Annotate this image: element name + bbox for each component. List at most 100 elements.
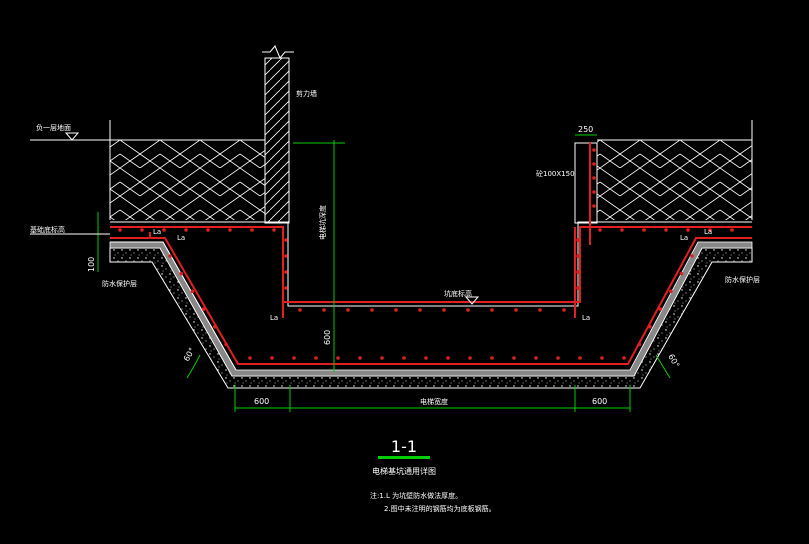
rebar-dot [512, 356, 516, 360]
note-line-2: 2.图中未注明的钢筋均为底板钢筋。 [384, 504, 496, 513]
dim-angle-left: 60° [182, 346, 197, 363]
rebar-dot [322, 308, 326, 312]
title-block: 1-1 电梯基坑通用详图 注:1.L 为坑壁防水做法厚度。 2.图中未注明的钢筋… [370, 437, 496, 513]
rebar-dot [490, 356, 494, 360]
dim-pit-drop: 600 [323, 330, 332, 345]
rebar-dot [184, 228, 188, 232]
pit-floor-level-label: 坑底标高 [444, 289, 472, 298]
rebar-dot [284, 270, 288, 274]
rebar-dot [270, 356, 274, 360]
rebar-dot [592, 190, 596, 194]
rebar-dot [669, 289, 673, 294]
rebar-dot [190, 289, 195, 294]
rebar-dot [370, 308, 374, 312]
rebar-dot [576, 238, 580, 242]
rebar-dot [600, 356, 604, 360]
note-line-1: 注:1.L 为坑壁防水做法厚度。 [370, 491, 462, 500]
rebar-dot [394, 308, 398, 312]
lap-label-4: La [582, 314, 590, 322]
rebar-dot [292, 356, 296, 360]
curb-label: 砼100X150 [536, 169, 575, 178]
rebar-dot [140, 228, 144, 232]
drawing-subtitle: 电梯基坑通用详图 [372, 466, 436, 476]
rebar-dot [598, 228, 602, 232]
rebar-dot [490, 308, 494, 312]
rebar-dot [576, 286, 580, 290]
curb-wall [574, 142, 598, 224]
rebar-dot [248, 356, 252, 360]
rebar-dot [424, 356, 428, 360]
waterproof-right-label: 防水保护层 [725, 275, 760, 284]
rebar-dot [664, 228, 668, 232]
soil-hatch [109, 120, 753, 220]
rebar-dot [592, 148, 596, 152]
lap-label-5: La [680, 234, 688, 242]
rebar-dot [679, 271, 684, 276]
rebar [110, 142, 752, 365]
floor-level-label: 负一层地面 [36, 123, 71, 132]
rebar-dot [201, 307, 206, 311]
lap-label-3: La [270, 314, 278, 322]
pit-structure [109, 221, 753, 389]
rebar-dot [538, 308, 542, 312]
rebar-dot [162, 228, 166, 232]
rebar-dot [642, 228, 646, 232]
dim-bottom-left: 600 [254, 397, 269, 406]
rebar-dot [562, 308, 566, 312]
rebar-dot [298, 308, 302, 312]
rebar-dot [228, 228, 232, 232]
rebar-dot [446, 356, 450, 360]
rebar-dot [658, 307, 663, 311]
rebar-dot [578, 356, 582, 360]
rebar-dot [224, 342, 228, 347]
lap-label-1: La [153, 228, 161, 236]
rebar-dot [418, 308, 422, 312]
pit-depth-label: 电梯坑深度 [318, 205, 327, 240]
rebar-dot [686, 228, 690, 232]
rebar-dot [637, 342, 642, 347]
rebar-dot [592, 204, 596, 208]
base-level-label: 基础底标高 [30, 225, 65, 234]
waterproof-left-label: 防水保护层 [102, 279, 137, 288]
rebar-dot [314, 356, 318, 360]
title-underline [378, 456, 430, 459]
rebar-dot [284, 286, 288, 290]
dim-bottom-right: 600 [592, 397, 607, 406]
rebar-dot [622, 356, 626, 360]
pit-width-label: 电梯宽度 [420, 397, 448, 406]
rebar-dot [514, 308, 518, 312]
dim-left-thickness: 100 [87, 257, 96, 272]
section-title: 1-1 [391, 437, 417, 456]
rebar-dot [168, 254, 172, 258]
rebar-dot [118, 228, 122, 232]
rebar-dot [402, 356, 406, 360]
rebar-dot [466, 308, 470, 312]
rebar-dot [708, 228, 712, 232]
rebar-dot [592, 162, 596, 166]
lap-label-2: La [177, 234, 185, 242]
rebar-dot [206, 228, 210, 232]
rebar-dot [690, 254, 694, 258]
rebar-dot [534, 356, 538, 360]
rebar-dot [358, 356, 362, 360]
rebar-dot [730, 228, 734, 232]
dimension-lines [97, 134, 671, 412]
dim-top-wall: 250 [578, 125, 593, 134]
rebar-dot [284, 238, 288, 242]
dim-angle-right: 60° [666, 353, 681, 370]
rebar-dot [556, 356, 560, 360]
labels: 剪力墙 负一层地面 基础底标高 坑底标高 防水保护层 防水保护层 砼100X15… [30, 89, 760, 406]
rebar-dot [576, 254, 580, 258]
rebar-dot [179, 271, 184, 276]
rebar-dot [250, 228, 254, 232]
wall-label: 剪力墙 [296, 89, 317, 98]
shear-wall [262, 45, 294, 224]
rebar-dot [468, 356, 472, 360]
rebar-dot [213, 324, 217, 329]
rebar-dot [442, 308, 446, 312]
rebar-dot [336, 356, 340, 360]
lap-label-6: La [704, 228, 712, 236]
rebar-dot [346, 308, 350, 312]
rebar-dot [272, 228, 276, 232]
